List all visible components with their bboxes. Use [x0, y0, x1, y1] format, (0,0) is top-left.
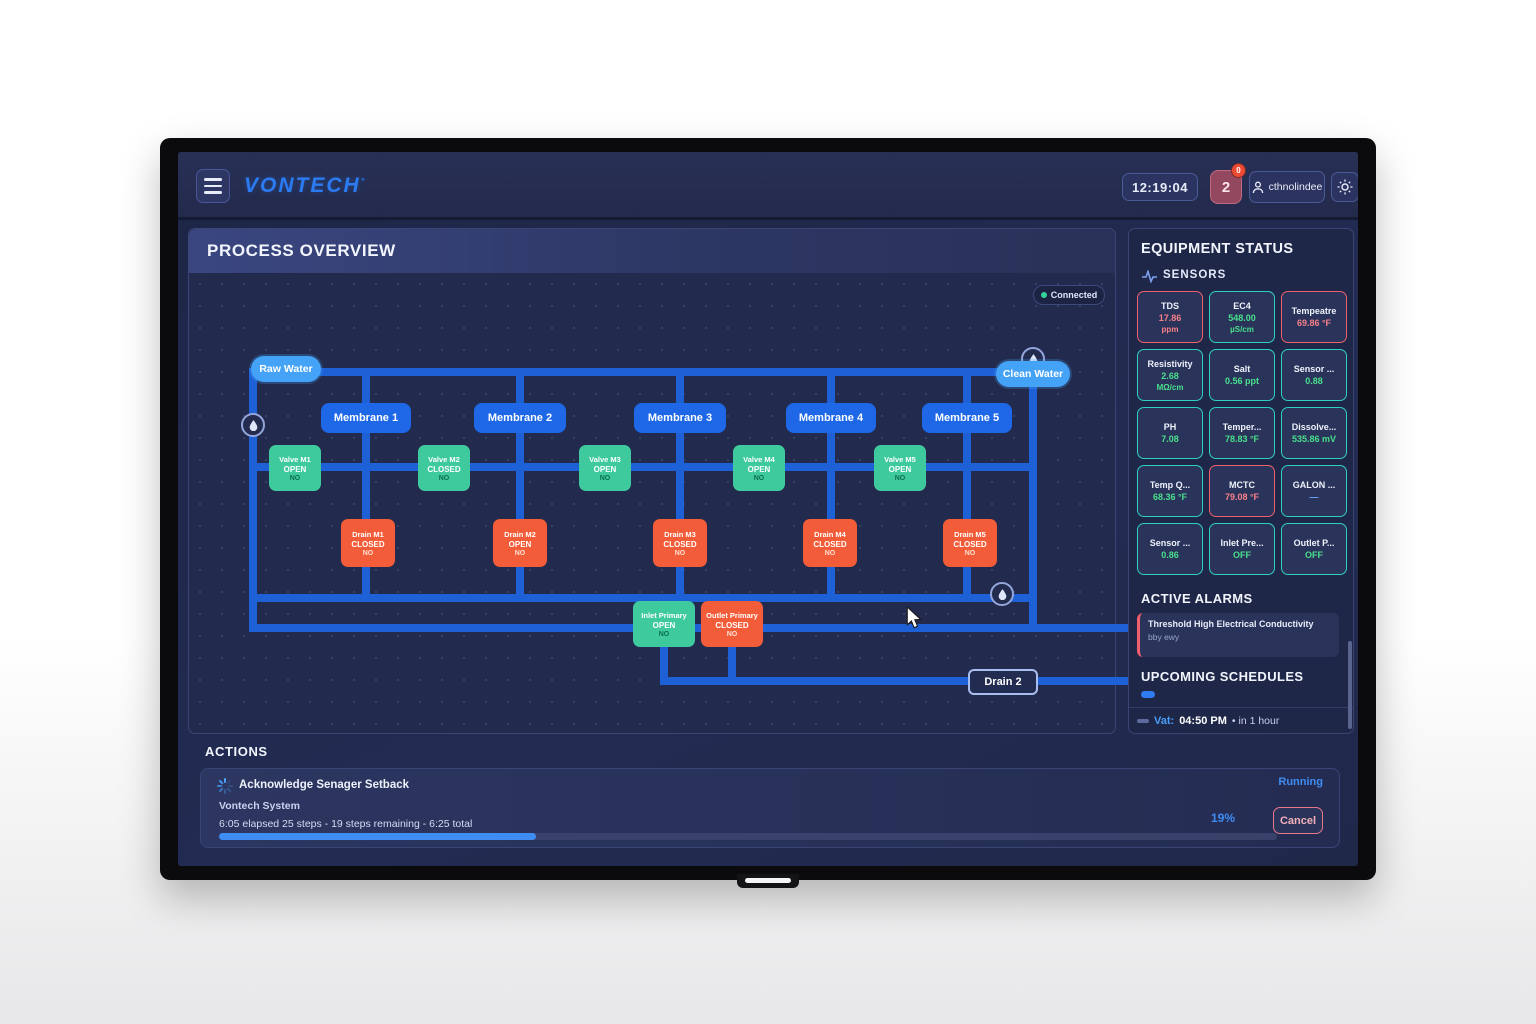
droplet-icon — [998, 588, 1006, 600]
clock-display: 12:19:04 — [1122, 173, 1198, 201]
action-task-title: Acknowledge Senager Setback — [239, 779, 410, 791]
user-icon — [1252, 181, 1263, 193]
equipment-status-panel: EQUIPMENT STATUS SENSORS TDS 17.86 ppm E… — [1128, 228, 1354, 734]
process-overview-panel: PROCESS OVERVIEW Raw Water — [188, 228, 1155, 734]
pipe-membrane5-vertical — [963, 368, 971, 598]
active-alarms-title: ACTIVE ALARMS — [1141, 591, 1253, 606]
sensor-tile-salt[interactable]: Salt 0.56 ppt — [1209, 349, 1275, 401]
schedule-tick-icon — [1137, 719, 1149, 723]
equipment-status-title: EQUIPMENT STATUS — [1141, 241, 1294, 257]
progress-percent: 19% — [1210, 811, 1235, 825]
pipe-membrane2-vertical — [516, 368, 524, 598]
sensor-tile-temperature[interactable]: Tempeatre 69.86 °F — [1281, 291, 1347, 343]
action-system-label: Vontech System — [219, 800, 300, 812]
membrane-2-node[interactable]: Membrane 2 — [474, 403, 566, 433]
pipe-membrane3-vertical — [676, 368, 684, 598]
sensor-tile-temp-q[interactable]: Temp Q... 68.36 °F — [1137, 465, 1203, 517]
action-card: Acknowledge Senager Setback Vontech Syst… — [200, 768, 1340, 848]
pipe-left-vertical — [249, 368, 257, 632]
sensor-tile-sensor-a[interactable]: Sensor ... 0.88 — [1281, 349, 1347, 401]
clean-water-node[interactable]: Clean Water — [996, 361, 1070, 387]
sensor-tile-sensor-b[interactable]: Sensor ... 0.86 — [1137, 523, 1203, 575]
schedule-deco-icon — [1141, 691, 1155, 698]
sensor-tile-tds[interactable]: TDS 17.86 ppm — [1137, 291, 1203, 343]
pipe-mid-manifold — [249, 463, 1035, 471]
mouse-cursor — [906, 607, 923, 629]
pipe-inlet-vertical — [660, 645, 668, 681]
sensor-tile-temper[interactable]: Temper... 78.83 °F — [1209, 407, 1275, 459]
process-title: PROCESS OVERVIEW — [207, 241, 396, 260]
monitor-led — [745, 878, 791, 883]
user-menu-button[interactable]: cthnolindee — [1249, 171, 1325, 203]
junction-node-left[interactable] — [241, 413, 265, 437]
process-panel-header: PROCESS OVERVIEW — [189, 229, 1115, 273]
sensor-tile-dissolve[interactable]: Dissolve... 535.86 mV — [1281, 407, 1347, 459]
pipe-bottom-manifold — [249, 594, 1037, 602]
sensor-tile-mctc[interactable]: MCTC 79.08 °F — [1209, 465, 1275, 517]
menu-button[interactable] — [196, 169, 230, 203]
app-header: VONTECH° 12:19:04 2 0 cthnolindee — [178, 152, 1358, 220]
drain-2-node[interactable]: Drain 2 — [968, 669, 1038, 695]
screen: VONTECH° 12:19:04 2 0 cthnolindee — [178, 152, 1358, 866]
actions-title: ACTIONS — [205, 744, 268, 759]
membrane-3-node[interactable]: Membrane 3 — [634, 403, 726, 433]
membrane-4-node[interactable]: Membrane 4 — [786, 403, 876, 433]
sensor-tile-resistivity[interactable]: Resistivity 2.68 MΩ/cm — [1137, 349, 1203, 401]
pipe-outlet-vertical — [728, 645, 736, 681]
notification-badge: 0 — [1231, 163, 1246, 178]
progress-bar-fill — [219, 833, 537, 840]
sun-icon — [1337, 179, 1353, 195]
divider — [1129, 707, 1353, 708]
membrane-1-node[interactable]: Membrane 1 — [321, 403, 411, 433]
sensor-tile-ph[interactable]: PH 7.08 — [1137, 407, 1203, 459]
pipe-membrane4-vertical — [827, 368, 835, 598]
sensor-tile-inlet-pre[interactable]: Inlet Pre... OFF — [1209, 523, 1275, 575]
progress-bar — [219, 833, 1277, 840]
scrollbar[interactable] — [1348, 641, 1352, 729]
brand-logo: VONTECH° — [244, 174, 367, 197]
droplet-icon — [249, 419, 257, 431]
sensor-tile-outlet-p[interactable]: Outlet P... OFF — [1281, 523, 1347, 575]
sensors-section-label: SENSORS — [1163, 269, 1227, 281]
connection-status-badge: Connected — [1033, 285, 1105, 305]
pipe-drain2-horizontal — [660, 677, 1155, 685]
hamburger-icon — [204, 178, 222, 181]
alarm-item[interactable]: Threshold High Electrical Conductivity b… — [1137, 613, 1339, 657]
action-progress-text: 6:05 elapsed 25 steps - 19 steps remaini… — [219, 818, 473, 830]
monitor-frame: VONTECH° 12:19:04 2 0 cthnolindee — [160, 138, 1376, 880]
pipe-cleanwater-vertical — [1029, 387, 1037, 632]
brightness-button[interactable] — [1331, 172, 1358, 202]
cancel-button[interactable]: Cancel — [1273, 807, 1323, 834]
pipe-top-manifold — [309, 368, 1035, 376]
running-status-link[interactable]: Running — [1278, 776, 1323, 788]
sensor-tile-ec4[interactable]: EC4 548.00 µS/cm — [1209, 291, 1275, 343]
spinner-icon — [217, 778, 233, 794]
sensor-tiles-grid: TDS 17.86 ppm EC4 548.00 µS/cm Tempeatre… — [1137, 291, 1347, 575]
pulse-icon — [1142, 270, 1157, 283]
status-dot-icon — [1040, 292, 1047, 298]
pipe-membrane1-vertical — [362, 368, 370, 598]
upcoming-schedules-title: UPCOMING SCHEDULES — [1141, 669, 1304, 684]
membrane-5-node[interactable]: Membrane 5 — [922, 403, 1012, 433]
sensor-tile-galon[interactable]: GALON ... — — [1281, 465, 1347, 517]
schedule-item[interactable]: Vat: 04:50 PM • in 1 hour — [1137, 715, 1347, 727]
raw-water-node[interactable]: Raw Water — [251, 356, 321, 382]
process-diagram — [189, 273, 1115, 733]
junction-node-bottom[interactable] — [990, 582, 1014, 606]
